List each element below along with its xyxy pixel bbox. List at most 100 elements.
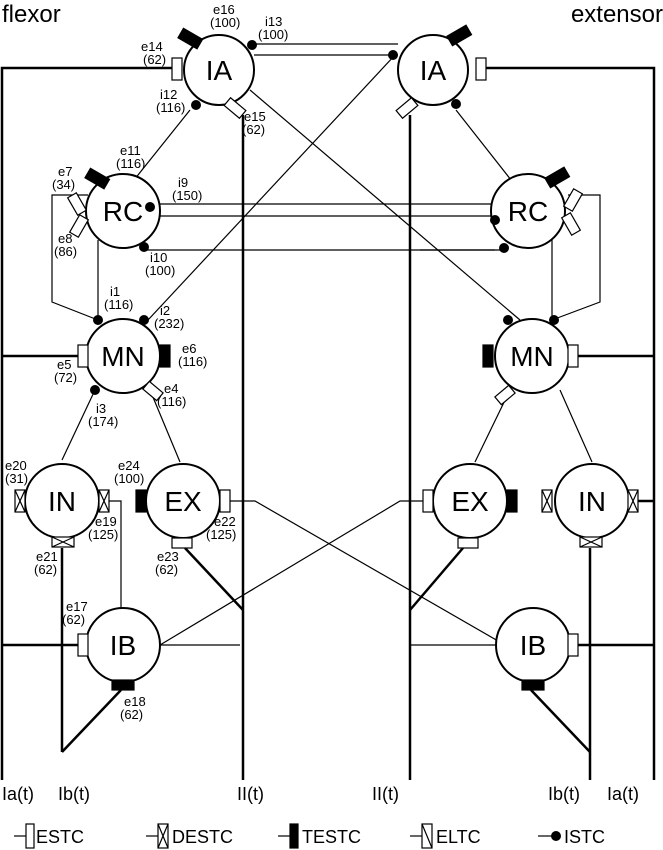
synapse-weight: (86) <box>54 244 77 259</box>
neuron-label: IB <box>520 630 546 661</box>
legend-item-destc: DESTC <box>146 823 233 849</box>
synapse-testc <box>177 27 204 50</box>
neuron-label: IN <box>578 486 606 517</box>
legend-label: DESTC <box>172 827 233 847</box>
legend-item-testc: TESTC <box>278 823 361 849</box>
synapse-annotations: e16 (100) i13 (100) e14 (62) i12 (116) e… <box>5 2 288 722</box>
synapse-weight: (34) <box>52 177 75 192</box>
synapse-name: i12 <box>160 87 177 102</box>
neuron-ib-extensor: IB <box>495 607 571 683</box>
synapse-weight: (62) <box>62 612 85 627</box>
neuron-label: IN <box>48 486 76 517</box>
synapse-name: e16 <box>213 2 235 17</box>
ii-flexor-to-ex <box>184 547 244 611</box>
synapse-weight: (62) <box>120 707 143 722</box>
synapse-name: e22 <box>214 514 236 529</box>
synapse-name: e14 <box>141 39 163 54</box>
synapse-estc <box>395 96 419 120</box>
legend-label: TESTC <box>302 827 361 847</box>
synapse-weight: (116) <box>157 394 186 409</box>
legend: ESTC DESTC TESTC ELTC ISTC <box>14 823 605 849</box>
synapse-name: e8 <box>58 231 72 246</box>
ia-flexor-afferent <box>0 66 172 780</box>
synapse-weight: (125) <box>206 527 236 542</box>
synapse-testc <box>111 679 135 691</box>
input-ib-flexor: Ib(t) <box>58 784 90 804</box>
neuron-label: RC <box>508 196 548 227</box>
synapse-name: i10 <box>150 250 167 265</box>
mn-flex-to-ex <box>149 389 181 463</box>
neuron-mn-extensor: MN <box>494 318 570 394</box>
synapse-estc <box>66 192 88 216</box>
synapse-weight: (116) <box>104 297 133 312</box>
synapse-symbols <box>14 24 639 691</box>
synapse-estc <box>475 57 487 81</box>
synapse-estc <box>494 384 516 406</box>
neuron-label: MN <box>101 341 145 372</box>
synapse-weight: (72) <box>54 370 77 385</box>
synapse-name: i3 <box>96 401 106 416</box>
synapse-estc <box>223 96 247 120</box>
synapse-name: e23 <box>157 549 179 564</box>
ib-extensor-join <box>530 689 591 753</box>
synapse-estc <box>457 537 479 549</box>
synapse-weight: (62) <box>155 562 178 577</box>
neuron-label: MN <box>510 341 554 372</box>
synapse-estc <box>142 380 164 402</box>
synapse-name: e5 <box>57 357 71 372</box>
synapse-weight: (116) <box>156 100 185 115</box>
neuron-rc-extensor: RC <box>490 173 566 249</box>
synapse-testc <box>482 344 494 368</box>
synapse-testc <box>521 679 545 691</box>
synapse-estc <box>560 212 582 236</box>
synapse-testc <box>544 166 571 189</box>
synapse-estc <box>567 344 579 368</box>
synapse-weight: (62) <box>34 562 57 577</box>
synapse-testc <box>159 344 171 368</box>
synapse-name: i2 <box>160 303 170 318</box>
legend-item-eltc: ELTC <box>410 823 481 849</box>
neuron-ia-extensor: IA <box>397 34 469 106</box>
mn-flex-to-in <box>61 389 96 461</box>
synapse-name: i1 <box>110 284 120 299</box>
ia-extensor-afferent <box>484 66 656 780</box>
legend-label: ESTC <box>36 827 84 847</box>
synapse-name: e6 <box>182 341 196 356</box>
synapse-estc <box>422 489 434 513</box>
synapse-estc <box>68 214 90 238</box>
connection-lines <box>0 43 656 780</box>
synapse-estc <box>219 489 231 513</box>
synapse-name: e17 <box>66 599 88 614</box>
synapse-name: i13 <box>265 14 282 29</box>
synapse-estc <box>567 633 579 657</box>
synapse-testc <box>506 489 518 513</box>
synapse-estc <box>562 188 584 212</box>
synapse-weight: (62) <box>242 122 265 137</box>
synapse-estc <box>77 633 89 657</box>
neuron-ia-flexor: IA <box>183 34 255 106</box>
synapse-weight: (62) <box>143 52 166 67</box>
legend-item-istc: ISTC <box>538 827 605 847</box>
extensor-header: extensor <box>571 1 663 28</box>
neuron-label: RC <box>103 196 143 227</box>
synapse-name: i9 <box>178 175 188 190</box>
neuron-label: EX <box>451 486 489 517</box>
synapse-name: e24 <box>118 458 140 473</box>
neuron-rc-flexor: RC <box>85 173 161 249</box>
in-flex-to-ib <box>105 500 122 615</box>
synapse-weight: (100) <box>210 15 240 30</box>
neuron-ib-flexor: IB <box>85 607 161 683</box>
ia-ext-to-rc <box>455 109 516 186</box>
synapse-weight: (232) <box>154 316 184 331</box>
synapse-testc <box>446 24 473 47</box>
synapse-weight: (100) <box>114 471 144 486</box>
ex-flex-to-ib-ext <box>230 500 506 646</box>
synapse-name: e7 <box>58 164 72 179</box>
rc-ext-loop <box>551 194 601 321</box>
input-ii-flexor: II(t) <box>237 784 264 804</box>
neuron-label: IA <box>206 55 233 86</box>
ia-ext-to-mn-flex <box>147 54 396 321</box>
neuron-in-extensor: IN <box>554 463 630 539</box>
synapse-estc <box>171 537 193 549</box>
flexor-header: flexor <box>2 1 61 28</box>
